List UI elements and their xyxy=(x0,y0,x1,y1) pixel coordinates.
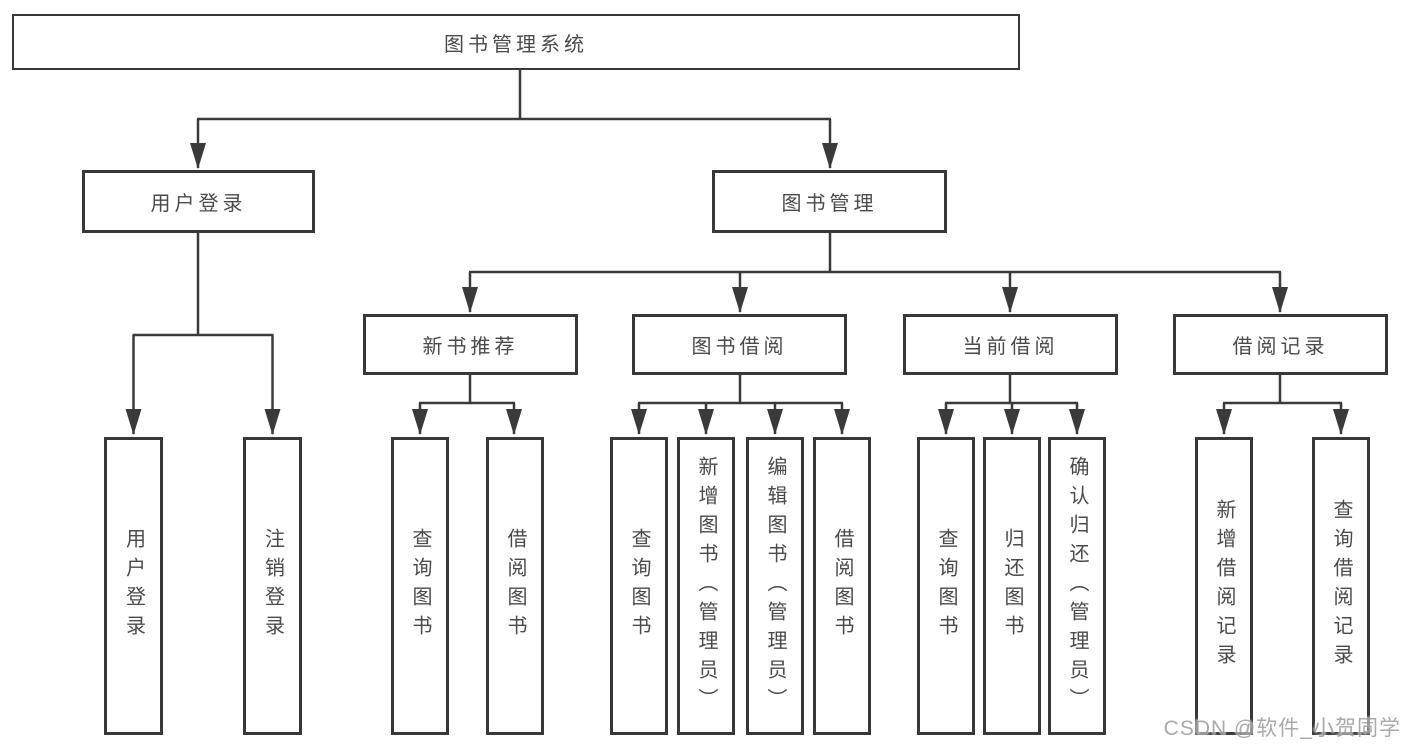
leaf-label: 用户登录 xyxy=(122,528,145,644)
node-label: 图书管理 xyxy=(781,193,878,215)
leaf-label: 借阅图书 xyxy=(831,528,853,644)
node-user-login-module: 用户登录 xyxy=(82,170,315,233)
node-label: 借阅记录 xyxy=(1232,336,1329,358)
leaf-label: 确认归还（管理员） xyxy=(1066,455,1088,717)
leaf-label: 注销登录 xyxy=(261,528,284,644)
leaf-recommend-borrow-books: 借阅图书 xyxy=(486,437,544,735)
leaf-records-query-record: 查询借阅记录 xyxy=(1312,437,1370,735)
connector-borrow-bus xyxy=(638,375,843,405)
connector-login-bus xyxy=(132,233,274,337)
csdn-watermark: CSDN @软件_小贺同学 xyxy=(1163,717,1401,740)
connector-management-bus xyxy=(469,233,1281,274)
leaf-current-query-books: 查询图书 xyxy=(917,437,975,735)
leaf-records-add-record: 新增借阅记录 xyxy=(1195,437,1253,735)
leaf-borrow-query-books: 查询图书 xyxy=(610,437,668,735)
leaf-label: 查询借阅记录 xyxy=(1330,499,1352,673)
node-label: 用户登录 xyxy=(150,193,247,215)
leaf-label: 查询图书 xyxy=(409,528,431,644)
connector-recommend-bus xyxy=(419,375,515,405)
node-label: 图书管理系统 xyxy=(444,33,588,56)
node-borrow-records: 借阅记录 xyxy=(1173,314,1388,375)
node-book-borrow: 图书借阅 xyxy=(632,314,847,375)
leaf-current-return-books: 归还图书 xyxy=(983,437,1041,735)
leaf-label: 编辑图书（管理员） xyxy=(764,455,786,717)
leaf-label: 新增图书（管理员） xyxy=(695,455,717,717)
node-label: 新书推荐 xyxy=(422,336,519,358)
leaf-current-confirm-return-admin: 确认归还（管理员） xyxy=(1048,437,1106,735)
node-current-borrow: 当前借阅 xyxy=(903,314,1118,375)
connector-current-bus xyxy=(945,375,1078,405)
node-system-root: 图书管理系统 xyxy=(12,14,1020,70)
node-label: 当前借阅 xyxy=(962,336,1059,358)
leaf-borrow-borrow-books: 借阅图书 xyxy=(813,437,871,735)
leaf-borrow-edit-books-admin: 编辑图书（管理员） xyxy=(746,437,804,735)
leaf-label: 借阅图书 xyxy=(504,528,526,644)
node-label: 图书借阅 xyxy=(691,336,788,358)
leaf-user-login: 用户登录 xyxy=(104,437,163,735)
connector-records-bus xyxy=(1223,375,1342,405)
leaf-label: 归还图书 xyxy=(1001,528,1023,644)
leaf-label: 查询图书 xyxy=(935,528,957,644)
leaf-logout: 注销登录 xyxy=(243,437,302,735)
leaf-label: 查询图书 xyxy=(628,528,650,644)
leaf-borrow-add-books-admin: 新增图书（管理员） xyxy=(677,437,735,735)
leaf-label: 新增借阅记录 xyxy=(1213,499,1235,673)
node-book-management-module: 图书管理 xyxy=(712,170,947,233)
connector-root-bus xyxy=(197,70,831,121)
leaf-recommend-query-books: 查询图书 xyxy=(391,437,449,735)
node-new-book-recommend: 新书推荐 xyxy=(363,314,578,375)
